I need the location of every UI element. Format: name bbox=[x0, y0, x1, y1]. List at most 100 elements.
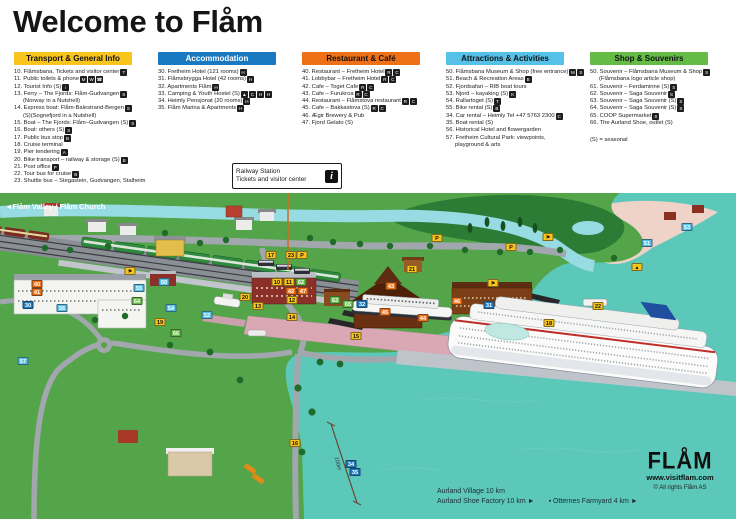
post-office-house bbox=[404, 260, 422, 272]
legend-header-shop: Shop & Souvenirs bbox=[590, 52, 708, 65]
train-icon: T bbox=[494, 98, 502, 106]
legend-item: 20. Bike transport – railway & storage (… bbox=[14, 156, 128, 164]
valley-train bbox=[0, 223, 50, 241]
marina-boat bbox=[244, 463, 257, 474]
cafe-icon: C bbox=[389, 76, 397, 84]
distance-line2: Aurland Shoe Factory 10 km ► bbox=[437, 498, 535, 505]
legend-item: 53. Njord – kayaking (S)K bbox=[446, 90, 517, 98]
marina-building bbox=[167, 451, 213, 477]
museum-icon: M bbox=[569, 69, 577, 76]
legend-item: 34. Car rental – Heimly Tel +47 5763 230… bbox=[446, 112, 563, 120]
man-icon: M bbox=[80, 76, 87, 84]
restaurant-icon: R bbox=[354, 90, 362, 98]
restaurant-icon: R bbox=[370, 105, 378, 113]
ship-icon: S bbox=[124, 105, 132, 113]
small-boat bbox=[213, 293, 241, 308]
cafe-icon: C bbox=[362, 90, 370, 98]
legend-header-restaurant: Restaurant & Café bbox=[302, 52, 420, 65]
roads bbox=[0, 234, 567, 519]
bed-icon: H bbox=[246, 76, 254, 84]
caravan-icon: C bbox=[248, 90, 256, 98]
legend-header-attractions: Attractions & Activities bbox=[446, 52, 564, 65]
cafe-icon: C bbox=[367, 83, 375, 91]
small-dock bbox=[202, 314, 246, 327]
river-bridge bbox=[225, 205, 243, 218]
legend-item: 50. Flåmsbana Museum & Shop (free entran… bbox=[446, 69, 585, 76]
legend-item: 46. Ægir Brewery & Pub bbox=[302, 112, 365, 119]
flam-brand: FLÅM www.visitflam.com © All rights Flåm… bbox=[628, 449, 732, 491]
area-label: ◄Flåm Valley / Flåm Church bbox=[5, 202, 106, 211]
legend-column-shop: Shop & Souvenirs 50. Souvenir – Flåmsbana… bbox=[590, 52, 734, 143]
legend-item-note: (Flåmsbana logo article shop) bbox=[599, 76, 676, 83]
legend-item: 64. Souvenir – Saga Souvenir (S)S bbox=[590, 105, 685, 113]
phone-icon: ☎ bbox=[96, 76, 103, 84]
legend-item: 63. Souvenir – Saga Souvenir (S)S bbox=[590, 98, 685, 106]
bed-icon: H bbox=[243, 98, 251, 106]
bus-icon: B bbox=[72, 171, 80, 179]
legend-item: 55. Bike rental (S)B bbox=[446, 105, 501, 113]
legend-item: 61. Souvenir – Ferdaminne (S)S bbox=[590, 83, 678, 91]
woman-icon: W bbox=[88, 76, 95, 84]
restaurant-icon: R bbox=[381, 76, 389, 84]
shop-icon: S bbox=[703, 69, 711, 76]
cruise-pier bbox=[396, 350, 736, 396]
marina-boat bbox=[252, 473, 265, 484]
legend-item: 35. Boat rental (S) bbox=[446, 120, 494, 127]
legend-header-accommodation: Accommodation bbox=[158, 52, 276, 65]
post-icon: P bbox=[51, 163, 59, 171]
info-icon: i bbox=[325, 169, 338, 183]
restaurant-icon: R bbox=[359, 83, 367, 91]
roundabout-center bbox=[101, 342, 107, 348]
legend-item: 57. Fretheim Cultural Park: viewpoints, bbox=[446, 134, 546, 141]
legend-item: 54. Rallartoget (S)T bbox=[446, 98, 590, 106]
legend-item: 34. Heimly Pensjonat (20 rooms)H bbox=[158, 98, 251, 106]
callout-line1: Railway Station bbox=[236, 168, 281, 176]
tour-bus bbox=[582, 298, 608, 307]
legend-item: 31. Flåmsbrygga Hotel (42 rooms)H bbox=[158, 76, 254, 84]
beach-hut bbox=[692, 205, 704, 213]
beach-icon: B bbox=[524, 76, 532, 84]
shop-icon: S bbox=[677, 105, 685, 113]
ship-icon: S bbox=[129, 120, 137, 128]
legend-item: 23. Shuttle bus – Stegastein, Gudvangen,… bbox=[14, 178, 146, 185]
red-house bbox=[118, 430, 138, 443]
pond bbox=[572, 221, 604, 235]
legend-item-note: playground & arts bbox=[455, 141, 501, 148]
legend-item-note: (S)(Sognefjord in a Nutshell) bbox=[23, 112, 97, 119]
museum-building bbox=[150, 274, 176, 286]
scale-bar: 100m bbox=[326, 421, 362, 506]
small-boat bbox=[247, 329, 267, 337]
website-url: www.visitflam.com bbox=[646, 473, 714, 482]
train-icon: T bbox=[120, 69, 128, 76]
bike-icon: B bbox=[493, 105, 501, 113]
legend-item: 14. Express boat: Flåm-Balestrand-Bergen… bbox=[14, 105, 132, 113]
legend-item: 15. Boat – The Fjords: Flåm–Gudvangen (S… bbox=[14, 120, 137, 128]
shops-row bbox=[324, 292, 350, 306]
yellow-house bbox=[155, 239, 185, 257]
legend-item-note: (Norway in a Nutshell) bbox=[23, 98, 81, 105]
shop-icon: S bbox=[652, 112, 660, 120]
copyright: © All rights Flåm AS bbox=[653, 485, 707, 491]
car-icon: C bbox=[555, 112, 563, 120]
bed-icon: H bbox=[212, 83, 220, 91]
tender-icon: A bbox=[60, 149, 68, 157]
trees bbox=[41, 217, 618, 456]
distance-labels: Aurland Village 10 km Aurland Shoe Facto… bbox=[437, 488, 638, 506]
cafe-icon: C bbox=[393, 69, 401, 76]
